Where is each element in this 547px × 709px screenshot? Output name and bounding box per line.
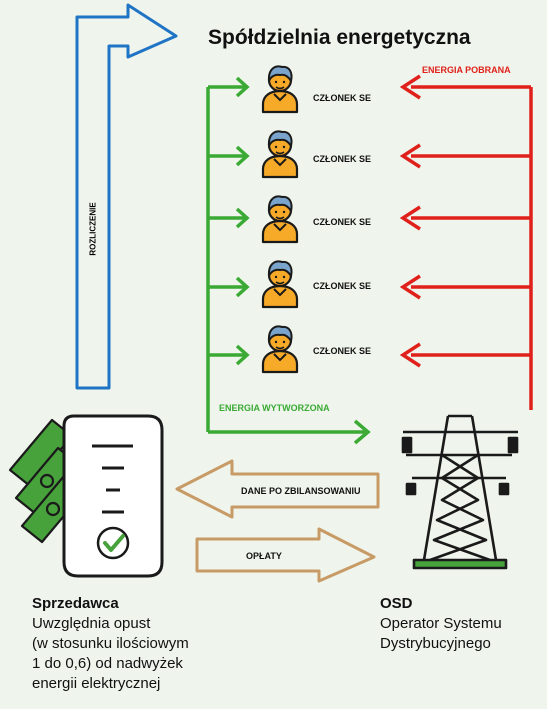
oplaty-arrow [195,527,376,583]
osd-name: OSD [380,595,413,612]
member-label: CZŁONEK SE [313,346,372,356]
oplaty-label: OPŁATY [246,551,282,561]
dane-label: DANE PO ZBILANSOWANIU [241,486,361,496]
dane-arrow [175,459,380,519]
sprzedawca-line: (w stosunku ilościowym [32,635,189,652]
energia-pobrana-label: ENERGIA POBRANA [422,65,511,75]
rozliczenie-label: ROZLICZENIE [88,202,98,256]
person-icon [261,65,299,114]
person-icon [261,195,299,244]
sprzedawca-line: 1 do 0,6) od nadwyżek [32,655,183,672]
sprzedawca-line: Uwzględnia opust [32,615,151,632]
energia-pobrana-lines [401,74,533,410]
member-label: CZŁONEK SE [313,154,372,164]
rozliczenie-arrow [75,3,178,390]
osd-line: Dystrybucyjnego [380,635,491,652]
page-title: Spółdzielnia energetyczna [208,26,471,49]
power-pylon-icon [401,414,519,570]
person-icon [261,260,299,309]
sprzedawca-line: energii elektrycznej [32,675,161,692]
document-check-icon [62,414,164,578]
osd-block: OSD Operator Systemu Dystrybucyjnego [380,594,502,654]
person-icon [261,130,299,179]
member-label: CZŁONEK SE [313,217,372,227]
sprzedawca-block: Sprzedawca Uwzględnia opust (w stosunku … [32,594,189,694]
energia-wytworzona-lines [206,76,371,445]
energia-wytworzona-label: ENERGIA WYTWORZONA [219,403,330,413]
sprzedawca-name: Sprzedawca [32,595,119,612]
osd-line: Operator Systemu [380,615,502,632]
member-label: CZŁONEK SE [313,93,372,103]
member-label: CZŁONEK SE [313,281,372,291]
person-icon [261,325,299,374]
